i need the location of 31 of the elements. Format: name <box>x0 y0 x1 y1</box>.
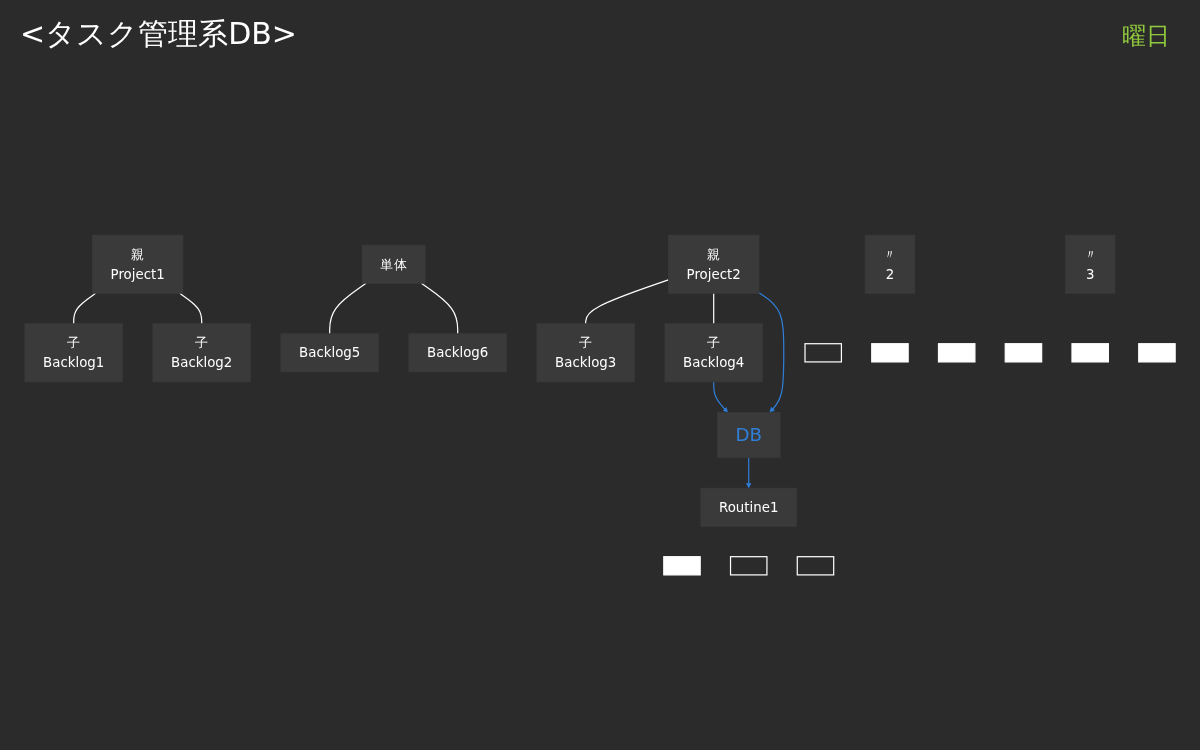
node-box: Routine1 <box>700 487 797 527</box>
node-checked <box>1071 343 1109 363</box>
node-box: DB <box>716 411 781 459</box>
node-checked <box>1138 343 1176 363</box>
node-checkbox <box>804 343 842 363</box>
connector <box>179 292 203 325</box>
node-checked <box>1004 343 1043 363</box>
arrow <box>758 292 785 413</box>
node-checked <box>937 343 976 363</box>
node-box: 単体 <box>361 244 426 284</box>
node-box: 子 Backlog3 <box>536 323 635 383</box>
node-box: Backlog6 <box>408 333 507 373</box>
connector <box>585 279 669 325</box>
node-box: Backlog5 <box>280 333 379 373</box>
node-checkbox <box>796 556 835 576</box>
node-box: 子 Backlog4 <box>664 323 763 383</box>
node-checked <box>871 343 909 363</box>
connector <box>329 282 367 335</box>
note-label: 曜日 <box>1122 21 1170 52</box>
node-checked <box>663 556 701 576</box>
connector <box>73 292 97 325</box>
connector <box>420 282 459 335</box>
arrow <box>713 381 728 413</box>
node-box: 子 Backlog1 <box>24 323 123 383</box>
connector <box>713 292 715 325</box>
node-checkbox <box>729 556 768 576</box>
title: <タスク管理系DB> <box>20 15 297 53</box>
node-box: 親 Project1 <box>92 234 184 294</box>
node-box: 子 Backlog2 <box>152 323 251 383</box>
arrow <box>746 457 752 489</box>
node-box: 親 Project2 <box>668 234 760 294</box>
